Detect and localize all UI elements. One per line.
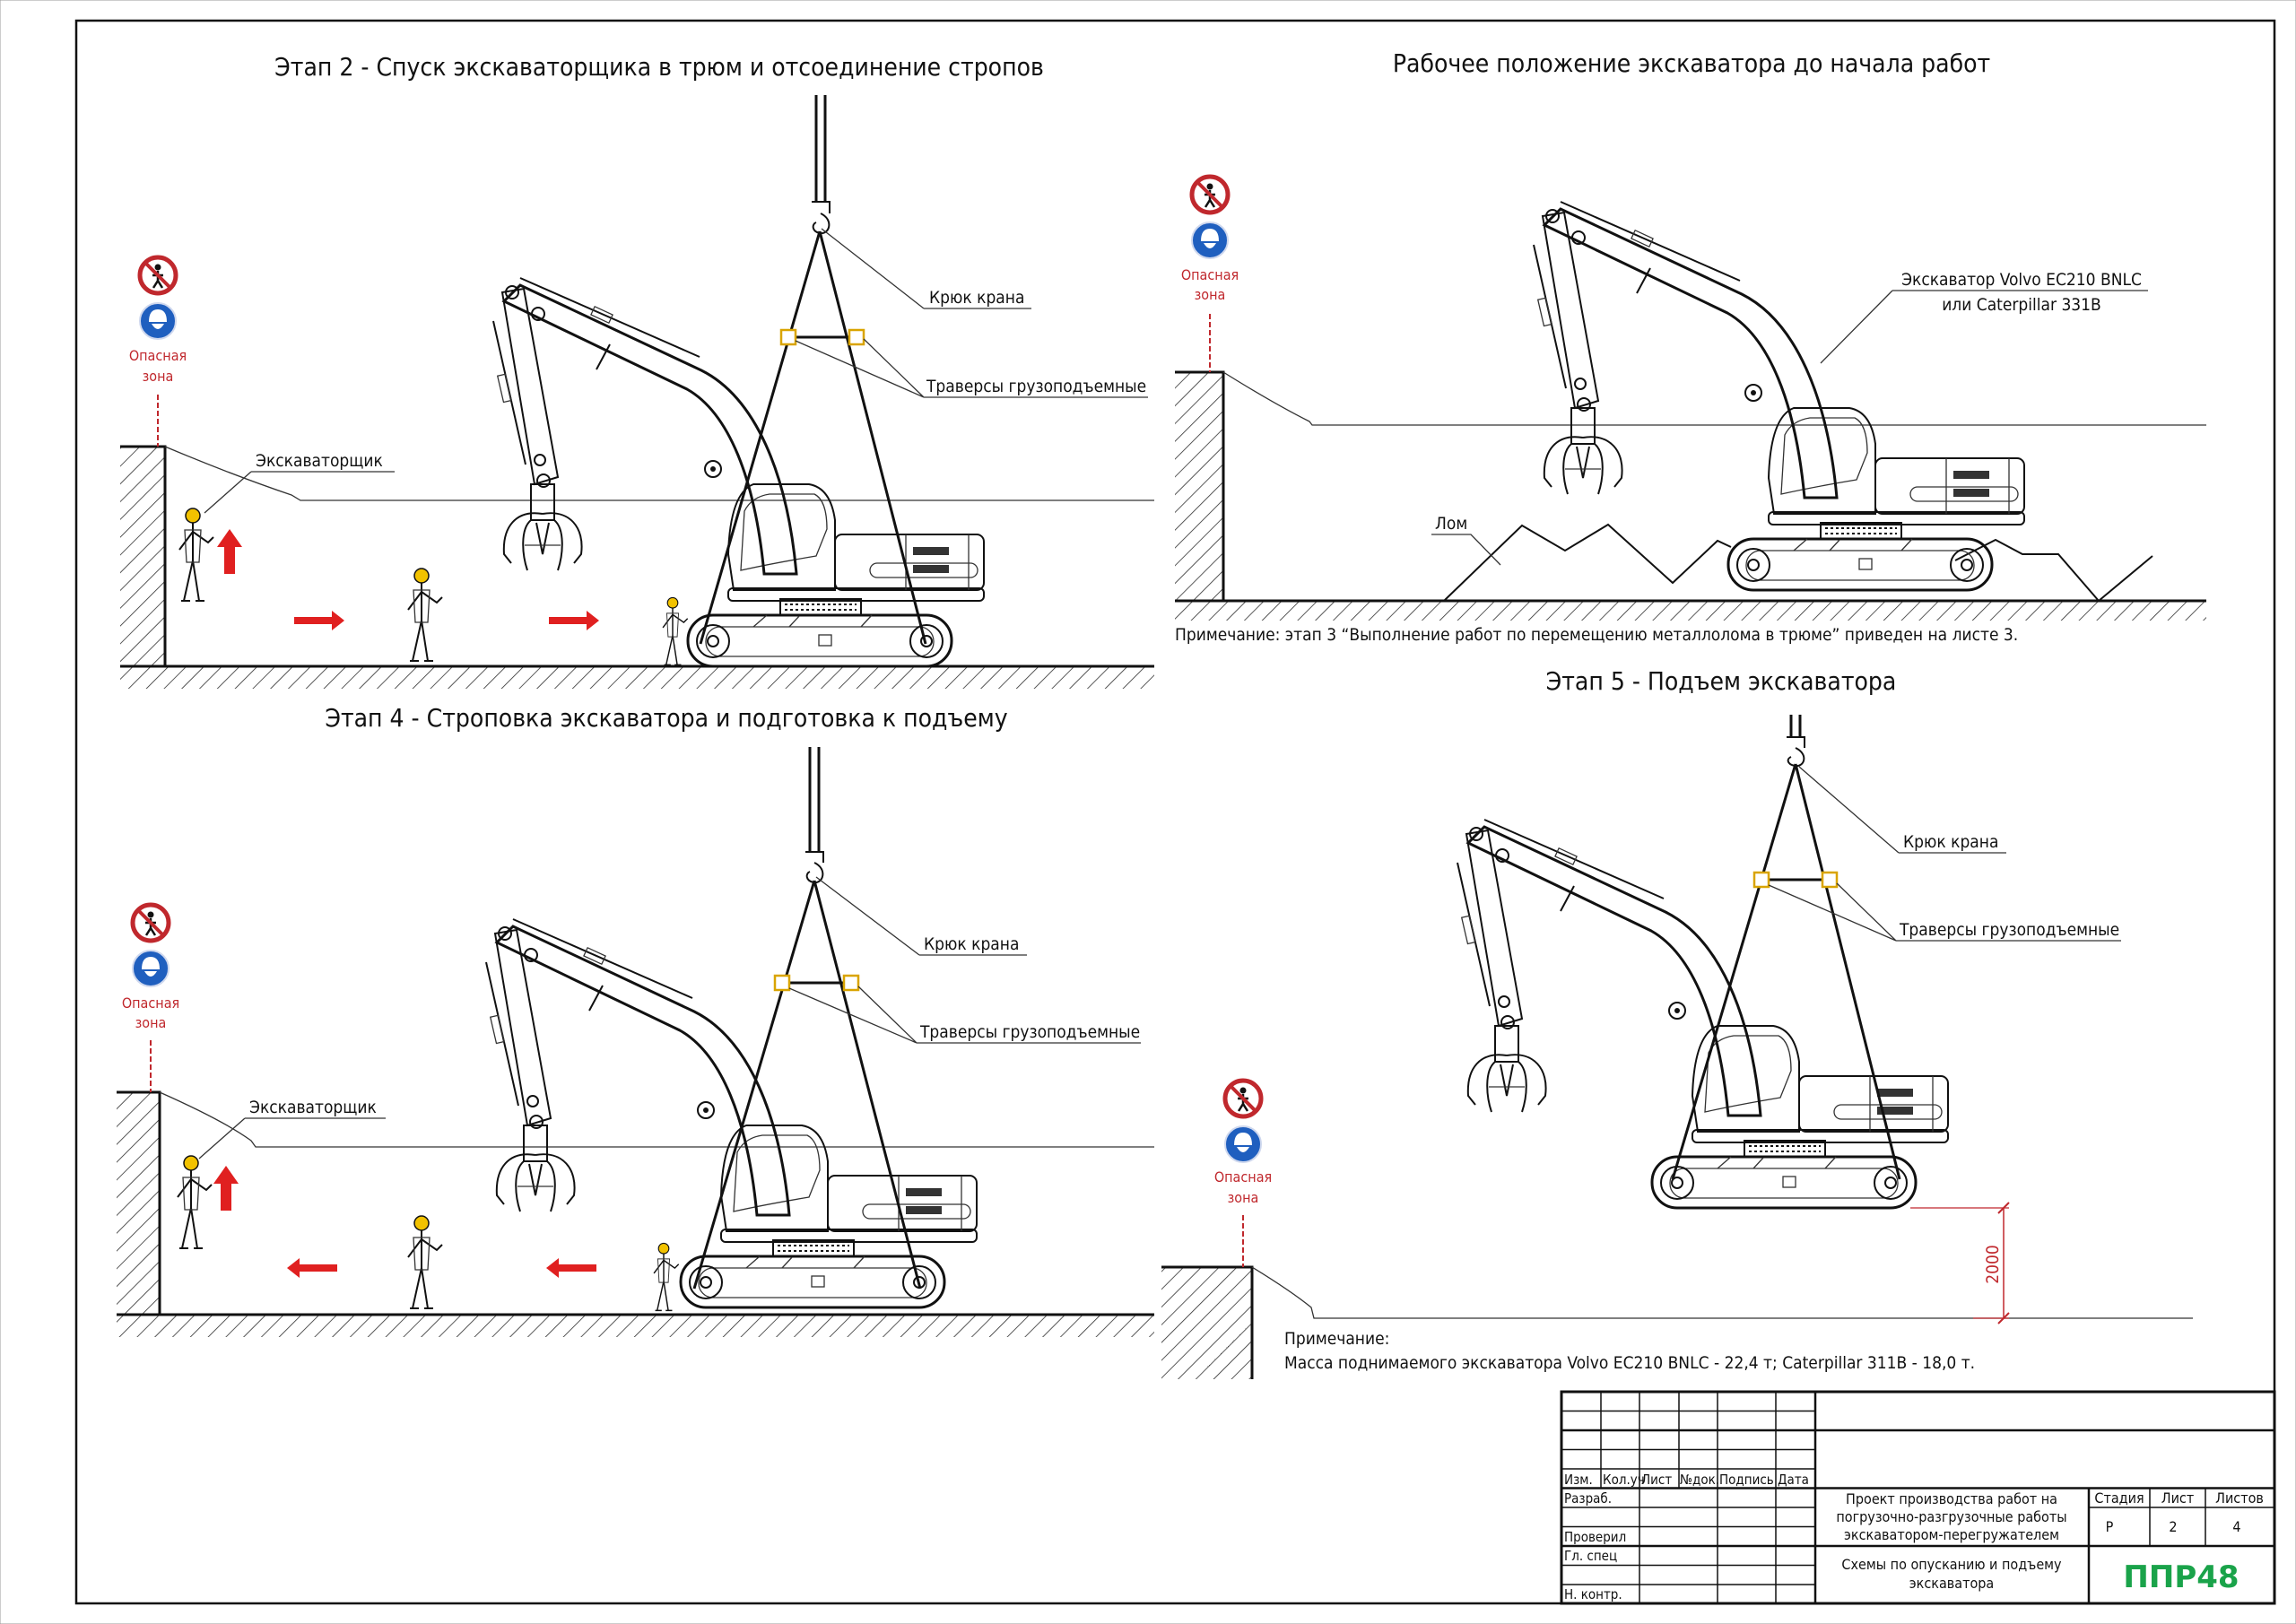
zone-label: Опасная bbox=[129, 347, 187, 364]
excavator-label: или Caterpillar 331B bbox=[1942, 295, 2101, 315]
excavator bbox=[1456, 818, 1950, 1210]
role-cell: Проверил bbox=[1564, 1529, 1626, 1545]
slings bbox=[692, 880, 922, 1290]
header-cell: Подпись bbox=[1719, 1472, 1774, 1488]
title-block bbox=[1560, 1390, 2276, 1605]
slings bbox=[699, 230, 927, 645]
operator-label: Экскаваторщик bbox=[249, 1098, 377, 1117]
header-cell: Изм. bbox=[1564, 1472, 1593, 1488]
zone-label: Опасная bbox=[1181, 266, 1239, 283]
direction-arrow-icon bbox=[549, 611, 599, 630]
direction-arrow-icon bbox=[287, 1258, 337, 1278]
dimension-value: 2000 bbox=[1983, 1245, 2003, 1284]
sheets-header: Листов bbox=[2215, 1489, 2264, 1507]
project-title: Проект производства работ на bbox=[1846, 1490, 2057, 1507]
safety-signs-icon bbox=[1225, 1081, 1261, 1162]
crane-hook-icon bbox=[805, 851, 824, 884]
sheet-header: Лист bbox=[2161, 1489, 2194, 1507]
zone-label: зона bbox=[1195, 286, 1226, 303]
worker-figure bbox=[407, 568, 443, 662]
project-title: погрузочно-разгрузочные работы bbox=[1836, 1508, 2066, 1525]
excavator-label: Экскаватор Volvo EC210 BNLC bbox=[1901, 270, 2142, 290]
hook-label: Крюк крана bbox=[1903, 832, 1998, 852]
sheet-title: Схемы по опусканию и подъему bbox=[1841, 1556, 2062, 1573]
panel-stage4: Этап 4 - Строповка экскаватора и подгото… bbox=[117, 703, 1154, 1337]
note: Примечание: этап 3 “Выполнение работ по … bbox=[1175, 625, 2018, 645]
note-title: Примечание: bbox=[1284, 1329, 1389, 1349]
worker-figure bbox=[407, 1215, 443, 1309]
worker-figure bbox=[653, 1242, 680, 1312]
traverse bbox=[848, 328, 865, 346]
zone-label: зона bbox=[143, 368, 174, 385]
role-cell: Гл. спец bbox=[1564, 1548, 1617, 1564]
operator-figure bbox=[178, 508, 214, 602]
zone-label: Опасная bbox=[1214, 1168, 1272, 1185]
company-logo: ППР48 bbox=[2123, 1559, 2239, 1595]
scrap-label: Лом bbox=[1435, 514, 1467, 534]
scrap-pile bbox=[1443, 523, 2153, 602]
panel-title: Рабочее положение экскаватора до начала … bbox=[1393, 48, 1990, 78]
zone-label: зона bbox=[135, 1014, 167, 1031]
header-cell: Кол.уч bbox=[1603, 1472, 1645, 1488]
crane-hook-icon bbox=[812, 201, 831, 235]
traverse bbox=[779, 328, 797, 346]
panel-title: Этап 5 - Подъем экскаватора bbox=[1546, 666, 1897, 696]
header-cell: №док. bbox=[1680, 1472, 1719, 1488]
operator-figure bbox=[177, 1155, 213, 1249]
excavator bbox=[484, 917, 978, 1309]
traverse-label: Траверсы грузоподъемные bbox=[1899, 920, 2119, 940]
traverse-label: Траверсы грузоподъемные bbox=[926, 377, 1146, 396]
panel-title: Этап 2 - Спуск экскаваторщика в трюм и о… bbox=[274, 52, 1044, 82]
traverse bbox=[773, 974, 791, 992]
excavator bbox=[491, 276, 986, 668]
traverse bbox=[1752, 871, 1770, 889]
hook-label: Крюк крана bbox=[924, 934, 1019, 954]
zone-label: зона bbox=[1228, 1189, 1259, 1206]
height-dimension: 2000 bbox=[1910, 1202, 2010, 1324]
hook-label: Крюк крана bbox=[929, 288, 1024, 308]
sheets-value: 4 bbox=[2232, 1518, 2240, 1535]
role-cell: Разраб. bbox=[1564, 1490, 1612, 1507]
panel-stage5: Этап 5 - Подъем экскаватора Опасная зона… bbox=[1161, 666, 2193, 1379]
waterline bbox=[164, 446, 1154, 501]
worker-figure bbox=[662, 596, 689, 666]
direction-arrow-icon bbox=[294, 611, 344, 630]
traverse bbox=[842, 974, 860, 992]
panel-working-position: Рабочее положение экскаватора до начала … bbox=[1175, 48, 2206, 645]
direction-arrow-icon bbox=[217, 529, 242, 574]
stage-value: Р bbox=[2106, 1518, 2114, 1535]
role-cell: Н. контр. bbox=[1564, 1586, 1622, 1602]
project-title: экскаватором-перегружателем bbox=[1844, 1526, 2059, 1543]
direction-arrow-icon bbox=[546, 1258, 596, 1278]
hold-wall bbox=[120, 447, 165, 666]
title-block-text: Изм. Кол.уч Лист №док. Подпись Дата Разр… bbox=[1564, 1472, 2264, 1602]
safety-signs-icon bbox=[140, 257, 176, 339]
zone-label: Опасная bbox=[122, 994, 179, 1012]
crane-hook-icon bbox=[1787, 736, 1805, 768]
excavator bbox=[1532, 200, 2026, 592]
sheet-title: экскаватора bbox=[1909, 1575, 1994, 1592]
sheet-value: 2 bbox=[2169, 1518, 2177, 1535]
header-cell: Лист bbox=[1641, 1472, 1672, 1488]
operator-label: Экскаваторщик bbox=[256, 451, 383, 471]
panel-stage2: Этап 2 - Спуск экскаваторщика в трюм и о… bbox=[120, 52, 1154, 689]
traverse-label: Траверсы грузоподъемные bbox=[919, 1022, 1140, 1042]
stage-header: Стадия bbox=[2094, 1489, 2144, 1507]
slings bbox=[1671, 763, 1901, 1180]
traverse bbox=[1821, 871, 1839, 889]
hold-floor bbox=[120, 666, 1154, 689]
note-text: Масса поднимаемого экскаватора Volvo EC2… bbox=[1284, 1353, 1975, 1373]
safety-signs-icon bbox=[1192, 177, 1228, 258]
panel-title: Этап 4 - Строповка экскаватора и подгото… bbox=[325, 703, 1007, 733]
safety-signs-icon bbox=[133, 905, 169, 986]
header-cell: Дата bbox=[1778, 1472, 1809, 1488]
sheet-border bbox=[74, 19, 2276, 1605]
direction-arrow-icon bbox=[213, 1166, 239, 1211]
